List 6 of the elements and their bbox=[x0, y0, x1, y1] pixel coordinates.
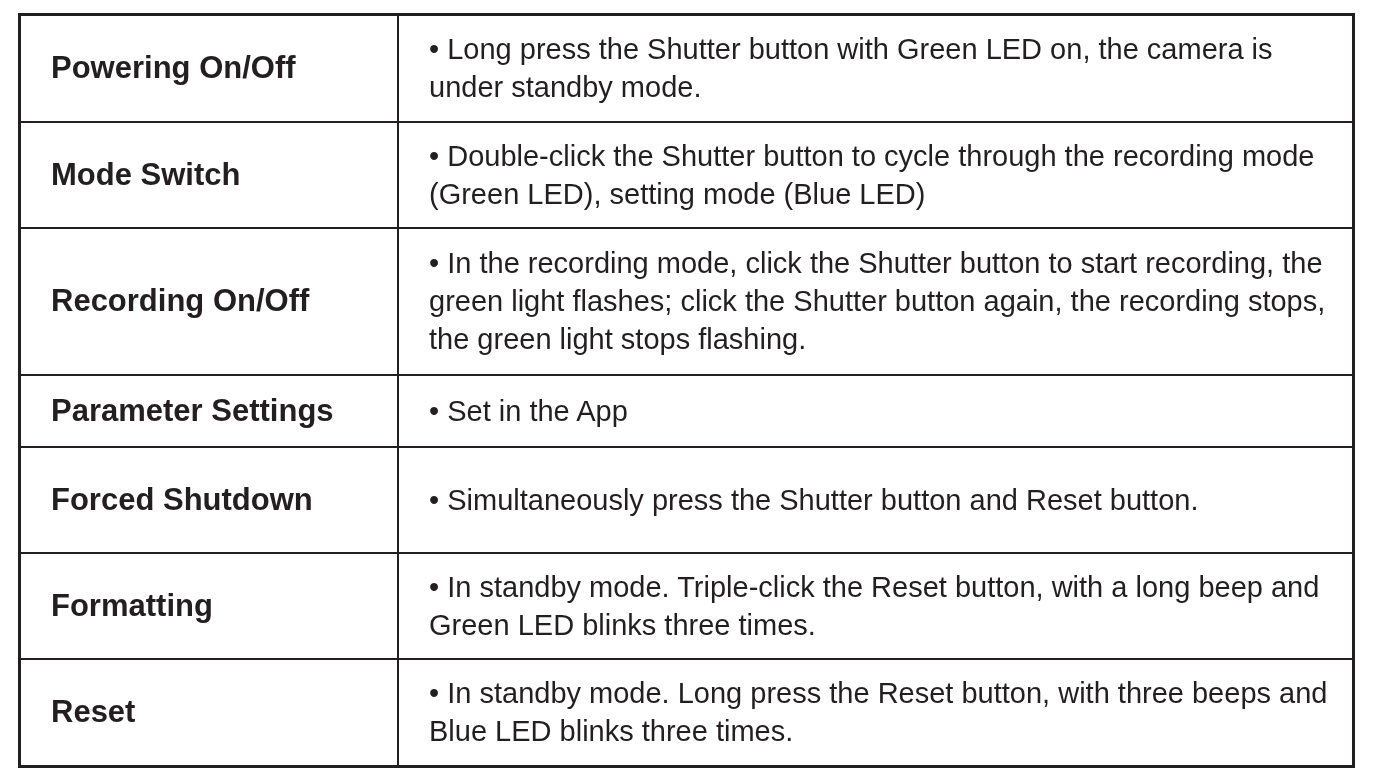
feature-name: Recording On/Off bbox=[19, 227, 398, 375]
feature-name: Forced Shutdown bbox=[19, 446, 398, 553]
feature-name: Powering On/Off bbox=[19, 14, 398, 122]
feature-name: Parameter Settings bbox=[19, 374, 398, 447]
feature-name: Formatting bbox=[19, 552, 398, 659]
feature-name: Mode Switch bbox=[19, 121, 398, 228]
